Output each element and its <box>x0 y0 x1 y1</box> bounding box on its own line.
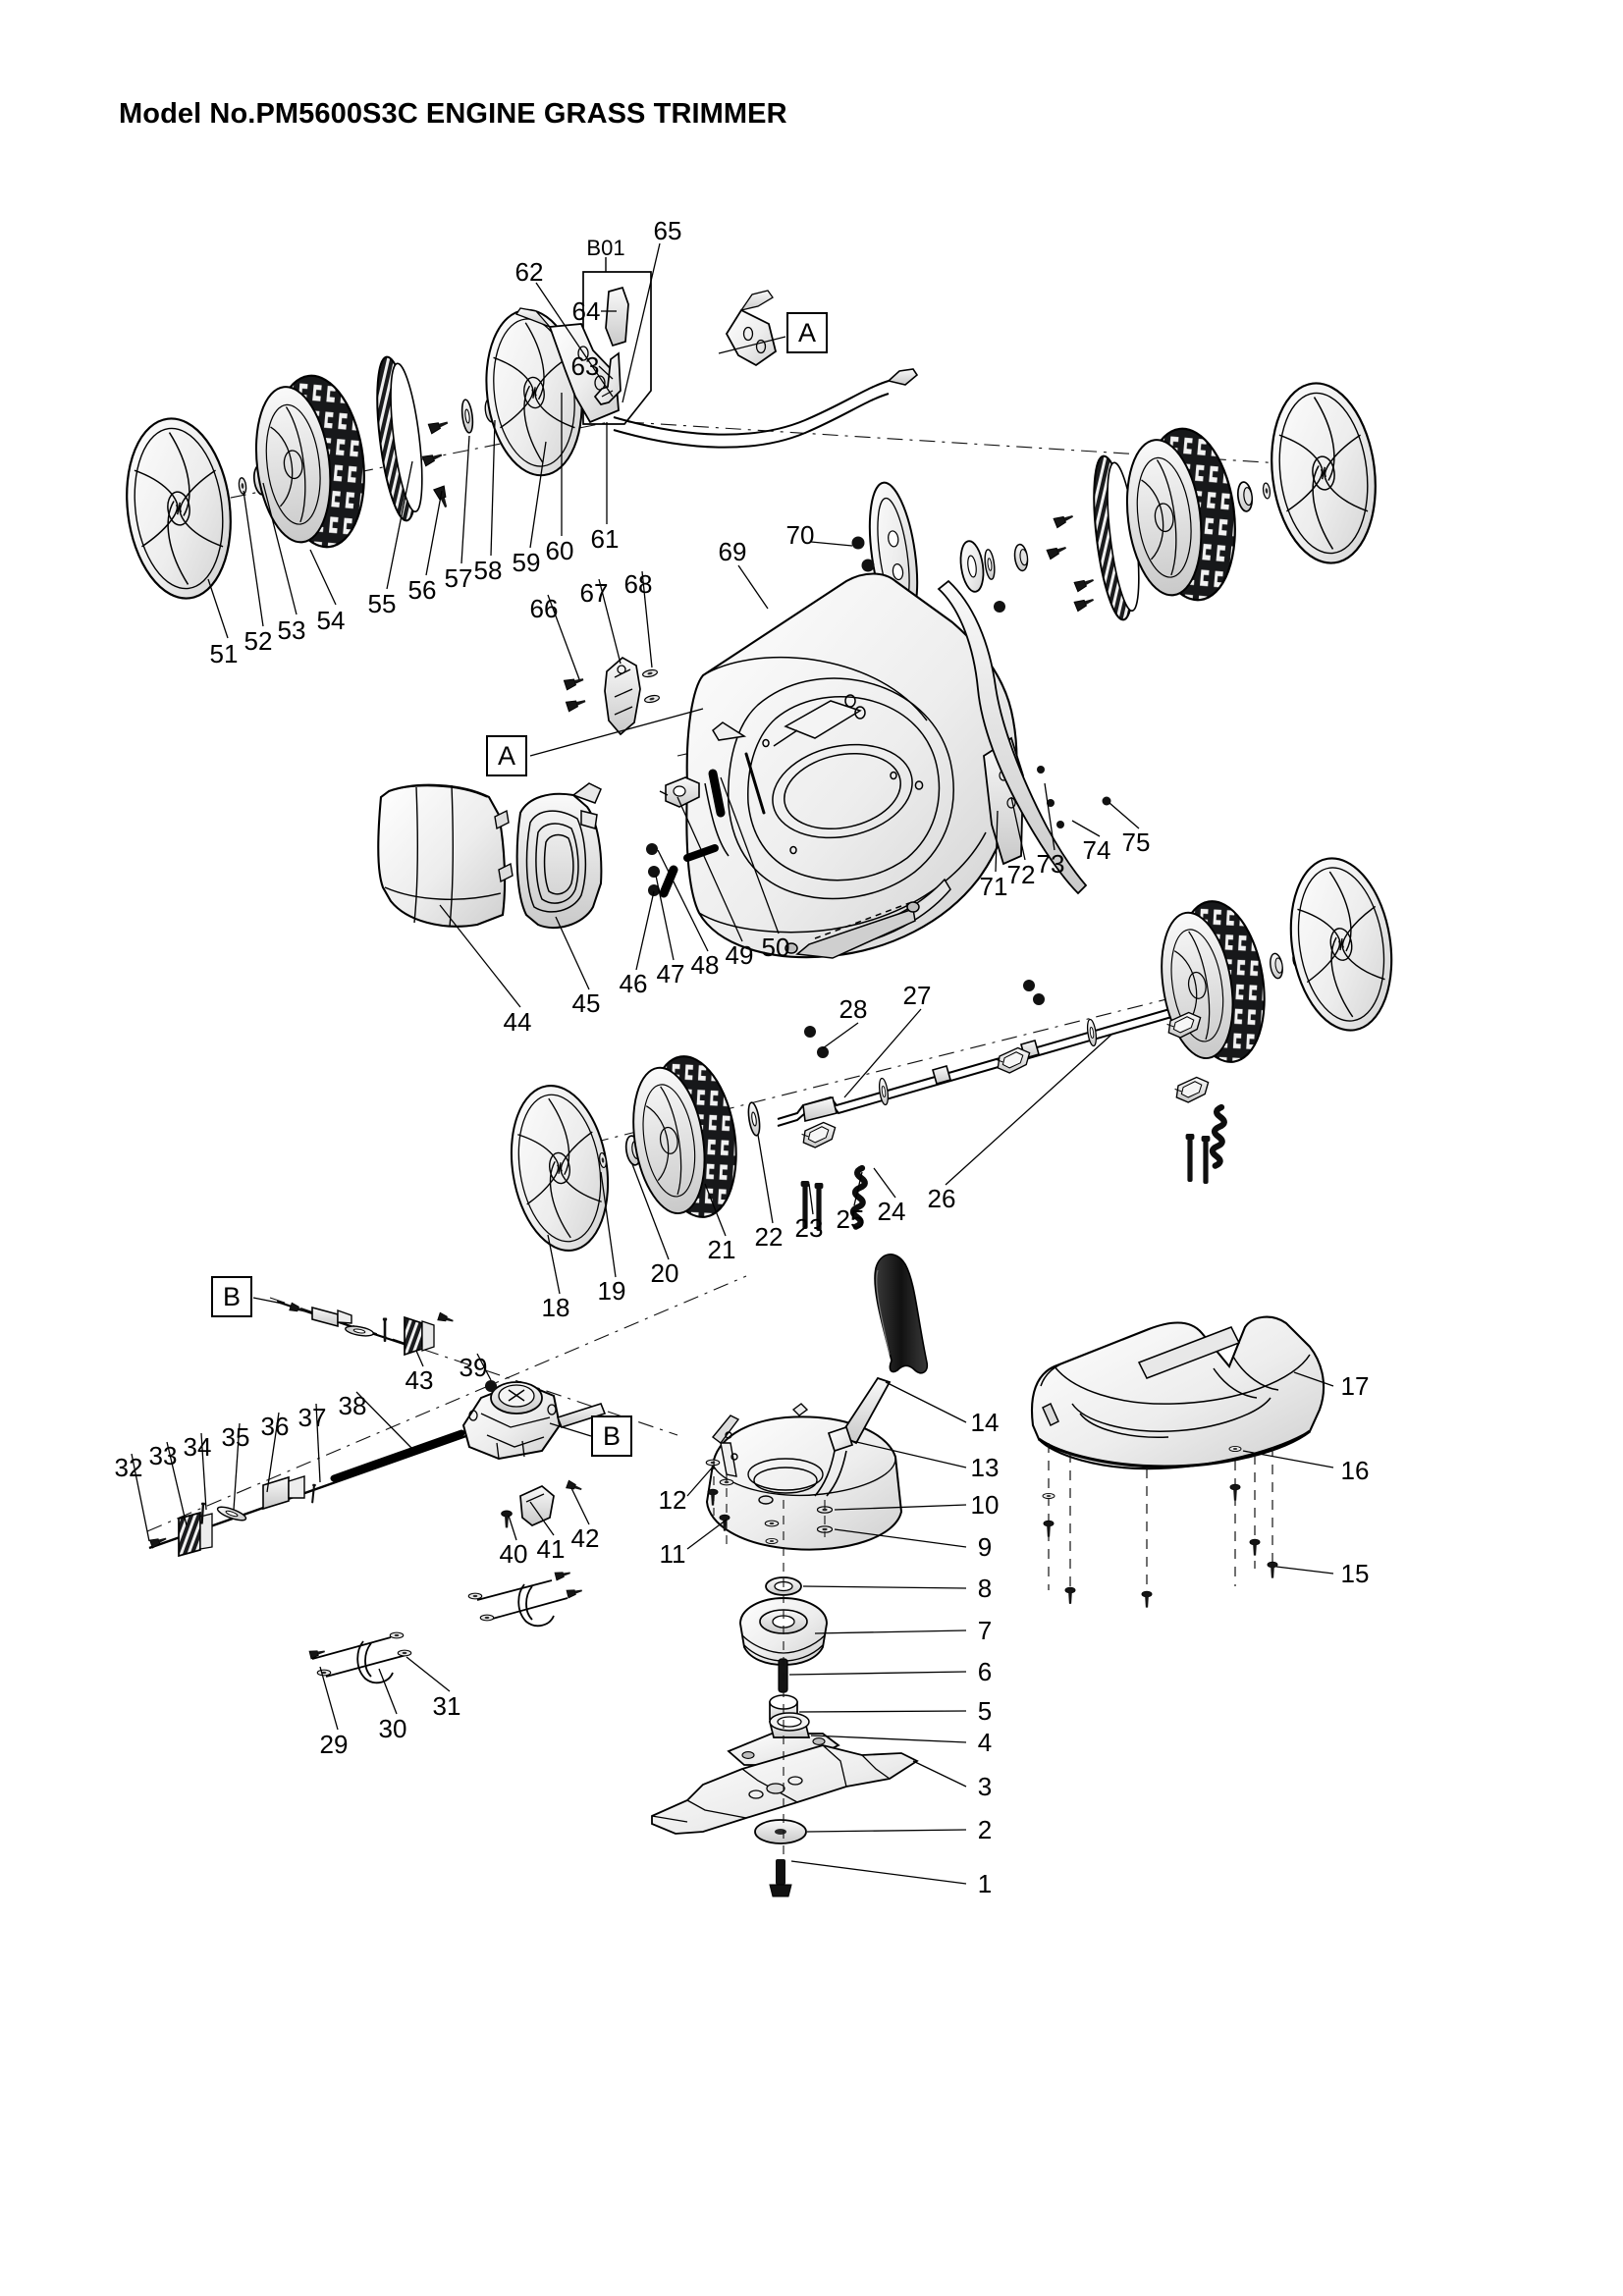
callout-8: 8 <box>977 1574 993 1603</box>
callout-59: 59 <box>512 548 541 577</box>
callout-4: 4 <box>977 1728 993 1757</box>
callout-43: 43 <box>405 1365 434 1395</box>
callout-39: 39 <box>459 1353 488 1382</box>
callout-16: 16 <box>1340 1456 1370 1485</box>
callout-14: 14 <box>970 1408 1000 1437</box>
callout-21: 21 <box>707 1235 736 1264</box>
callout-13: 13 <box>970 1453 1000 1482</box>
callout-56: 56 <box>407 575 437 605</box>
callout-70: 70 <box>785 520 815 550</box>
callout-62: 62 <box>514 257 544 287</box>
callout-67: 67 <box>579 578 609 608</box>
callout-38: 38 <box>338 1391 367 1420</box>
callout-5: 5 <box>977 1696 993 1726</box>
detail-marker-b: B <box>591 1415 632 1457</box>
callout-34: 34 <box>183 1432 212 1462</box>
page-title: Model No.PM5600S3C ENGINE GRASS TRIMMER <box>119 98 787 130</box>
callout-55: 55 <box>367 589 397 618</box>
callout-31: 31 <box>432 1691 461 1721</box>
callout-24: 24 <box>877 1197 906 1226</box>
callout-61: 61 <box>590 524 620 554</box>
callout-29: 29 <box>319 1730 349 1759</box>
callout-53: 53 <box>277 615 306 645</box>
callout-3: 3 <box>977 1772 993 1801</box>
callout-7: 7 <box>977 1616 993 1645</box>
callout-42: 42 <box>570 1523 600 1553</box>
callout-73: 73 <box>1036 849 1065 879</box>
callout-27: 27 <box>902 981 932 1010</box>
callout-33: 33 <box>148 1441 178 1470</box>
callout-19: 19 <box>597 1276 626 1306</box>
callout-74: 74 <box>1082 835 1111 865</box>
callout-17: 17 <box>1340 1371 1370 1401</box>
callout-47: 47 <box>656 959 685 988</box>
callout-68: 68 <box>623 569 653 599</box>
callout-36: 36 <box>260 1412 290 1441</box>
callout-22: 22 <box>754 1222 784 1252</box>
callout-9: 9 <box>977 1532 993 1562</box>
callout-35: 35 <box>221 1422 250 1452</box>
callout-41: 41 <box>536 1534 566 1564</box>
callout-60: 60 <box>545 536 574 565</box>
callout-58: 58 <box>473 556 503 585</box>
callout-20: 20 <box>650 1258 679 1288</box>
callout-15: 15 <box>1340 1559 1370 1588</box>
callout-23: 23 <box>794 1213 824 1243</box>
callout-1: 1 <box>977 1869 993 1898</box>
callout-44: 44 <box>503 1007 532 1037</box>
callout-75: 75 <box>1121 828 1151 857</box>
callout-51: 51 <box>209 639 239 668</box>
callout-2: 2 <box>977 1815 993 1844</box>
callout-71: 71 <box>979 872 1008 901</box>
detail-marker-b01: B01 <box>586 236 625 260</box>
detail-marker-a: A <box>786 312 828 353</box>
callout-30: 30 <box>378 1714 407 1743</box>
callout-40: 40 <box>499 1539 528 1569</box>
callout-72: 72 <box>1006 860 1036 889</box>
callout-28: 28 <box>839 994 868 1024</box>
callout-37: 37 <box>298 1403 327 1432</box>
detail-marker-b: B <box>211 1276 252 1317</box>
callout-63: 63 <box>570 351 600 381</box>
callout-12: 12 <box>658 1485 687 1515</box>
callout-50: 50 <box>761 933 790 962</box>
callout-10: 10 <box>970 1490 1000 1520</box>
callout-46: 46 <box>619 969 648 998</box>
callout-65: 65 <box>653 216 682 245</box>
callout-64: 64 <box>571 296 601 326</box>
callout-54: 54 <box>316 606 346 635</box>
callout-69: 69 <box>718 537 747 566</box>
callout-45: 45 <box>571 988 601 1018</box>
callout-25: 25 <box>836 1204 865 1234</box>
callout-32: 32 <box>114 1453 143 1482</box>
callout-11: 11 <box>659 1539 686 1569</box>
callout-18: 18 <box>541 1293 570 1322</box>
callout-57: 57 <box>444 563 473 593</box>
callout-49: 49 <box>725 940 754 970</box>
detail-marker-a: A <box>486 735 527 776</box>
callout-48: 48 <box>690 950 720 980</box>
callout-52: 52 <box>243 626 273 656</box>
callout-6: 6 <box>977 1657 993 1686</box>
callout-26: 26 <box>927 1184 956 1213</box>
callout-66: 66 <box>529 594 559 623</box>
